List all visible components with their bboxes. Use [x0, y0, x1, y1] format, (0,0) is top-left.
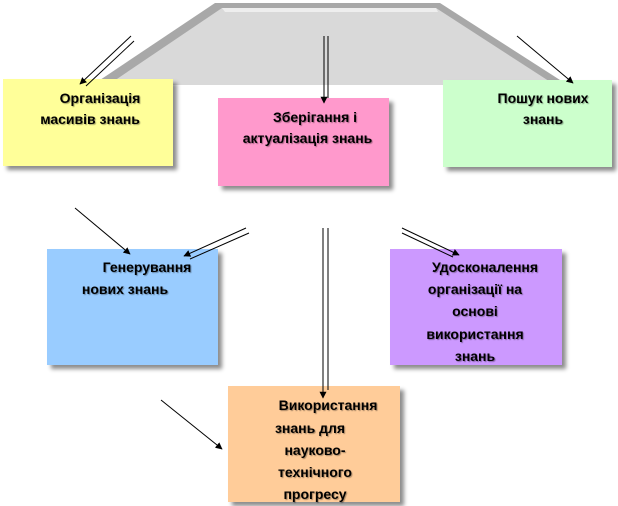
- arrow-to-usage-left: [160, 399, 223, 450]
- label-storage-line1: Зберігання і: [272, 109, 358, 125]
- arrow-to-generation-right-b: [189, 232, 250, 260]
- label-organization-line1: Організація: [59, 90, 141, 106]
- label-generation-line1: Генерування: [102, 259, 192, 275]
- label-organization-line2: масивів знань: [40, 111, 140, 127]
- arrow-to-generation-right-a: [183, 227, 247, 257]
- arrow-to-improvement-b: [401, 232, 454, 258]
- arrow-to-organization-a: [79, 35, 132, 85]
- box-generation: [47, 249, 218, 365]
- top-trapezoid-shape: [100, 3, 560, 85]
- box-search: [443, 80, 612, 167]
- box-organization: [3, 79, 173, 166]
- label-usage-line3: науково-: [284, 442, 346, 458]
- label-generation-line2: нових знань: [81, 281, 169, 297]
- label-usage-line4: технічного: [278, 464, 352, 480]
- label-storage-line2: актуалізація знань: [242, 130, 373, 146]
- label-usage-line1: Використання: [278, 397, 378, 413]
- arrow-to-generation-left: [74, 207, 131, 255]
- trapezoid-face: [108, 8, 555, 85]
- label-improvement-line1: Удосконалення: [431, 259, 539, 275]
- arrow-to-improvement-a: [401, 227, 460, 256]
- box-usage: [228, 386, 400, 502]
- label-search-line1: Пошук нових: [497, 90, 589, 106]
- label-improvement-line3: основі: [452, 303, 498, 319]
- label-search-line2: знань: [522, 111, 564, 127]
- label-improvement-line4: використання: [426, 326, 524, 342]
- label-usage-line2: знань для: [274, 420, 346, 436]
- arrow-to-organization-b: [85, 40, 135, 87]
- label-usage-line5: прогресу: [283, 486, 347, 502]
- arrow-to-search: [516, 35, 574, 84]
- label-improvement-line5: знань: [454, 348, 496, 364]
- box-storage: [218, 98, 389, 186]
- trapezoid-highlight: [222, 8, 438, 12]
- box-improvement: [390, 249, 562, 365]
- label-improvement-line2: організації на: [427, 281, 523, 297]
